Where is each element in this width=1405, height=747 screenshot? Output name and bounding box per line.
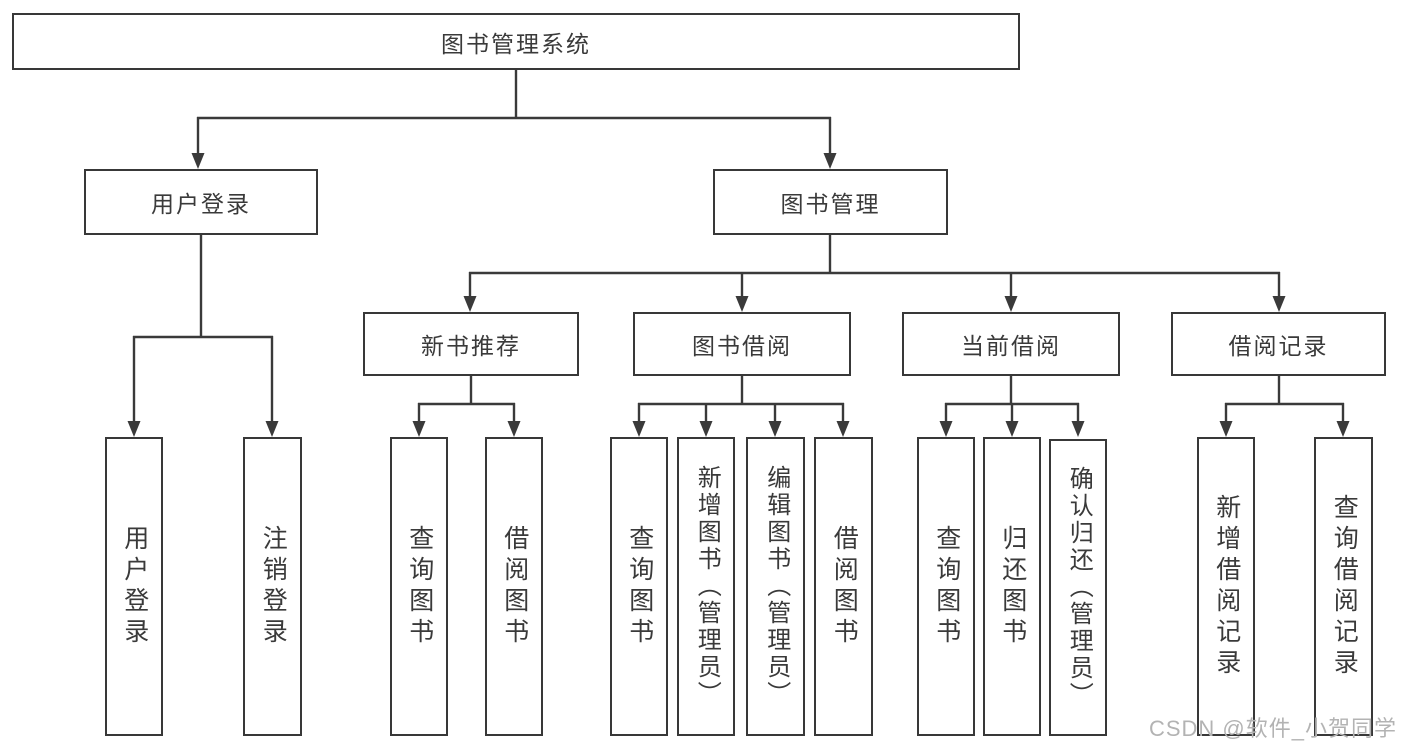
node-book-borrow-label: 图书借阅 bbox=[692, 333, 792, 359]
leaf-user-login: 用户登录 bbox=[105, 437, 163, 736]
leaf-add-book-admin-label: 新增图书（管理员） bbox=[693, 465, 721, 708]
node-borrow-record-label: 借阅记录 bbox=[1228, 333, 1329, 359]
node-book-management: 图书管理 bbox=[713, 169, 948, 235]
leaf-query-borrow-record-label: 查询借阅记录 bbox=[1330, 493, 1359, 680]
leaf-borrow-query-book: 查询图书 bbox=[610, 437, 668, 736]
leaf-borrow-book: 借阅图书 bbox=[814, 437, 873, 736]
leaf-recommend-query-book-label: 查询图书 bbox=[405, 524, 434, 649]
leaf-current-query-book: 查询图书 bbox=[917, 437, 975, 736]
csdn-watermark: CSDN @软件_小贺同学 bbox=[1148, 716, 1397, 741]
leaf-confirm-return-admin-label: 确认归还（管理员） bbox=[1065, 466, 1093, 709]
leaf-confirm-return-admin: 确认归还（管理员） bbox=[1049, 439, 1107, 736]
node-new-book-recommend: 新书推荐 bbox=[363, 312, 579, 376]
node-book-borrow: 图书借阅 bbox=[633, 312, 851, 376]
leaf-edit-book-admin: 编辑图书（管理员） bbox=[746, 437, 805, 736]
node-borrow-record: 借阅记录 bbox=[1171, 312, 1386, 376]
leaf-add-book-admin: 新增图书（管理员） bbox=[677, 437, 735, 736]
leaf-edit-book-admin-label: 编辑图书（管理员） bbox=[762, 465, 790, 708]
leaf-borrow-query-book-label: 查询图书 bbox=[625, 524, 654, 649]
node-root: 图书管理系统 bbox=[12, 13, 1020, 70]
leaf-recommend-query-book: 查询图书 bbox=[390, 437, 448, 736]
node-user-login-label: 用户登录 bbox=[151, 191, 251, 217]
node-book-management-label: 图书管理 bbox=[780, 191, 881, 217]
leaf-add-borrow-record: 新增借阅记录 bbox=[1197, 437, 1255, 736]
leaf-return-book: 归还图书 bbox=[983, 437, 1041, 736]
node-new-book-recommend-label: 新书推荐 bbox=[421, 333, 521, 359]
leaf-logout-label: 注销登录 bbox=[259, 524, 288, 649]
leaf-recommend-borrow-book: 借阅图书 bbox=[485, 437, 543, 736]
node-current-borrow: 当前借阅 bbox=[902, 312, 1120, 376]
leaf-return-book-label: 归还图书 bbox=[998, 524, 1027, 649]
node-user-login: 用户登录 bbox=[84, 169, 318, 235]
node-current-borrow-label: 当前借阅 bbox=[961, 333, 1061, 359]
leaf-logout: 注销登录 bbox=[243, 437, 302, 736]
leaf-query-borrow-record: 查询借阅记录 bbox=[1314, 437, 1373, 736]
node-root-label: 图书管理系统 bbox=[441, 30, 591, 57]
leaf-current-query-book-label: 查询图书 bbox=[932, 524, 961, 649]
leaf-user-login-label: 用户登录 bbox=[120, 524, 149, 649]
leaf-borrow-book-label: 借阅图书 bbox=[830, 524, 859, 649]
leaf-add-borrow-record-label: 新增借阅记录 bbox=[1212, 493, 1241, 680]
leaf-recommend-borrow-book-label: 借阅图书 bbox=[500, 524, 529, 649]
